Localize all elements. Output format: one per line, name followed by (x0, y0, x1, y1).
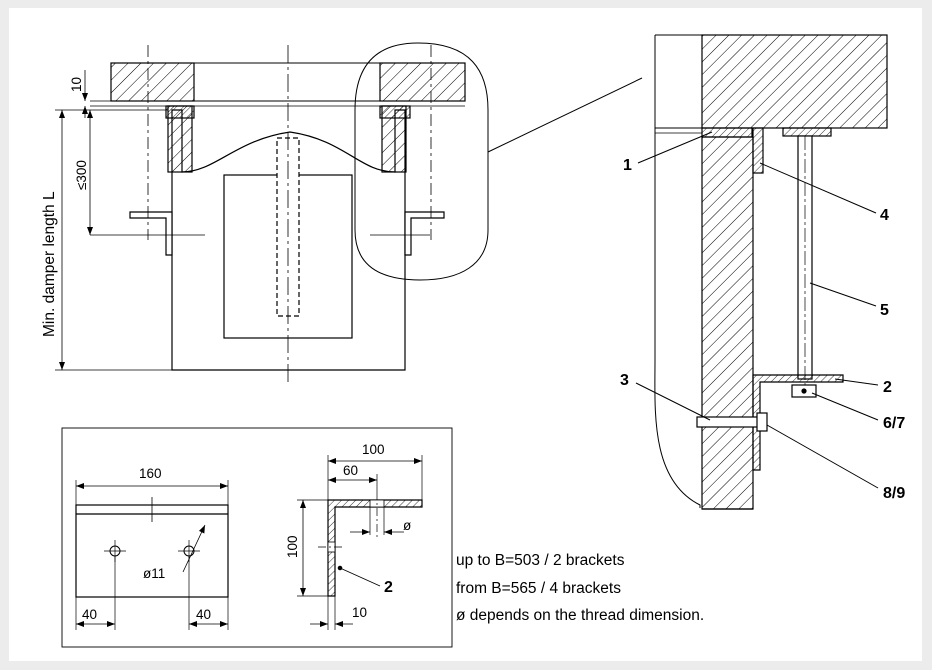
ceiling-slab-right (379, 62, 466, 102)
dim-10-bottom: 10 (352, 605, 367, 620)
notes: up to B=503 / 2 brackets from B=565 / 4 … (456, 552, 704, 624)
detail-view (635, 34, 888, 510)
retaining-plate (752, 127, 764, 174)
note-3: ø depends on the thread dimension. (456, 607, 704, 624)
bracket-right (404, 211, 445, 256)
dim-100-side: 100 (285, 535, 300, 558)
bracket-left (129, 211, 173, 256)
bracket-side-profile (327, 499, 423, 597)
main-view (55, 42, 643, 385)
callout-4: 4 (880, 207, 889, 224)
dim-40-right: 40 (196, 607, 211, 622)
detail-ceiling-slab (701, 34, 888, 129)
callout-3: 3 (620, 372, 629, 389)
bracket-detail-box (61, 427, 453, 648)
dim-60: 60 (343, 463, 358, 478)
dim-10-top: 10 (69, 77, 84, 92)
dim-11: ø11 (143, 566, 165, 581)
dim-40-left: 40 (82, 607, 97, 622)
note-2: from B=565 / 4 brackets (456, 580, 621, 597)
dim-300: ≤300 (74, 160, 89, 190)
callout-5: 5 (880, 302, 889, 319)
note-1: up to B=503 / 2 brackets (456, 552, 625, 569)
technical-drawing-panel: 10 ≤300 Min. damper length L (9, 8, 922, 661)
seal-strip (701, 127, 753, 138)
dim-160: 160 (139, 466, 162, 481)
ceiling-slab-left (110, 62, 195, 102)
installation-drawing: 10 ≤300 Min. damper length L (41, 34, 905, 648)
callout-6-7: 6/7 (883, 415, 905, 432)
bolt-nut (756, 412, 768, 432)
bracket-2-detail (752, 374, 844, 471)
detail-circle (354, 42, 489, 281)
bracket-detail-frame (61, 427, 453, 648)
callout-1: 1 (623, 157, 632, 174)
callout-8-9: 8/9 (883, 485, 905, 502)
ceiling-anchor (782, 127, 832, 137)
callout-2: 2 (883, 379, 892, 396)
dim-min-length: Min. damper length L (41, 191, 58, 337)
detail-wall (701, 136, 754, 510)
dim-diameter: ø (403, 518, 411, 533)
callout-2-bracket: 2 (384, 579, 393, 596)
dim-100-top: 100 (362, 442, 385, 457)
